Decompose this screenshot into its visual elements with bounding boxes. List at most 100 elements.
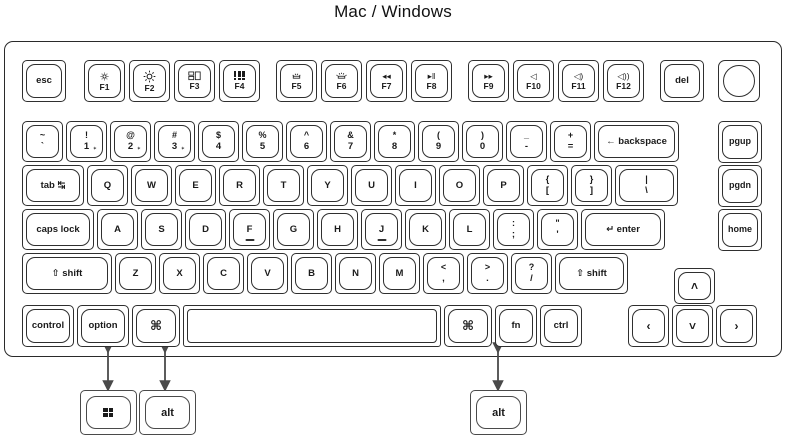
keycap: A bbox=[101, 213, 134, 246]
key-f9[interactable]: ▸▸F9 bbox=[468, 60, 509, 102]
key-f8[interactable]: ▸‖F8 bbox=[411, 60, 452, 102]
key-command-right[interactable]: ⌘ bbox=[444, 305, 492, 347]
key-digit1[interactable]: !1✶ bbox=[66, 121, 107, 162]
key-digit2[interactable]: @2✶ bbox=[110, 121, 151, 162]
key-pgup[interactable]: pgup bbox=[718, 121, 762, 163]
key-o[interactable]: O bbox=[439, 165, 480, 206]
key-shift-left[interactable]: ⇧ shift bbox=[22, 253, 112, 294]
key-a[interactable]: A bbox=[97, 209, 138, 250]
key-digit3[interactable]: #3✶ bbox=[154, 121, 195, 162]
v-label: V bbox=[264, 267, 271, 279]
digit8-label: 8 bbox=[391, 141, 398, 153]
callout-alt-key-right[interactable]: alt bbox=[470, 390, 527, 435]
key-arrow-down[interactable]: ˅ bbox=[672, 305, 713, 347]
brightness-down-icon bbox=[100, 72, 109, 81]
minus-label: - bbox=[524, 141, 529, 153]
key-g[interactable]: G bbox=[273, 209, 314, 250]
key-y[interactable]: Y bbox=[307, 165, 348, 206]
keycap: %5 bbox=[246, 125, 279, 158]
key-f10[interactable]: ◁F10 bbox=[513, 60, 554, 102]
key-enter[interactable]: ↵ enter bbox=[581, 209, 665, 250]
key-bracketright[interactable]: }] bbox=[571, 165, 612, 206]
key-f4[interactable]: F4 bbox=[219, 60, 260, 102]
key-digit8[interactable]: *8 bbox=[374, 121, 415, 162]
key-d[interactable]: D bbox=[185, 209, 226, 250]
key-backslash[interactable]: |\ bbox=[615, 165, 678, 206]
key-j[interactable]: J bbox=[361, 209, 402, 250]
key-r[interactable]: R bbox=[219, 165, 260, 206]
key-equal[interactable]: += bbox=[550, 121, 591, 162]
key-z[interactable]: Z bbox=[115, 253, 156, 294]
key-e[interactable]: E bbox=[175, 165, 216, 206]
key-t[interactable]: T bbox=[263, 165, 304, 206]
key-f11[interactable]: ◁)F11 bbox=[558, 60, 599, 102]
key-f1[interactable]: F1 bbox=[84, 60, 125, 102]
pgup-label: pgup bbox=[729, 136, 751, 147]
key-f[interactable]: F bbox=[229, 209, 270, 250]
key-digit6[interactable]: ^6 bbox=[286, 121, 327, 162]
key-f7[interactable]: ◂◂F7 bbox=[366, 60, 407, 102]
key-digit0[interactable]: )0 bbox=[462, 121, 503, 162]
digit4-label: 4 bbox=[215, 141, 222, 153]
callout-windows-key[interactable] bbox=[80, 390, 137, 435]
key-w[interactable]: W bbox=[131, 165, 172, 206]
key-s[interactable]: S bbox=[141, 209, 182, 250]
key-digit9[interactable]: (9 bbox=[418, 121, 459, 162]
key-semicolon[interactable]: :; bbox=[493, 209, 534, 250]
key-arrow-left[interactable]: ‹ bbox=[628, 305, 669, 347]
rotary-knob[interactable] bbox=[718, 60, 760, 102]
key-f3[interactable]: F3 bbox=[174, 60, 215, 102]
key-backtick[interactable]: ~` bbox=[22, 121, 63, 162]
key-q[interactable]: Q bbox=[87, 165, 128, 206]
key-shift-right[interactable]: ⇧ shift bbox=[555, 253, 628, 294]
key-v[interactable]: V bbox=[247, 253, 288, 294]
key-arrow-up[interactable]: ˄ bbox=[674, 268, 715, 304]
key-k[interactable]: K bbox=[405, 209, 446, 250]
key-h[interactable]: H bbox=[317, 209, 358, 250]
key-l[interactable]: L bbox=[449, 209, 490, 250]
key-u[interactable]: U bbox=[351, 165, 392, 206]
digit2-shifted-label: @ bbox=[126, 130, 135, 141]
key-f2[interactable]: F2 bbox=[129, 60, 170, 102]
key-period[interactable]: >. bbox=[467, 253, 508, 294]
l-label: L bbox=[466, 223, 473, 235]
key-del[interactable]: del bbox=[660, 60, 704, 102]
key-n[interactable]: N bbox=[335, 253, 376, 294]
key-minus[interactable]: _- bbox=[506, 121, 547, 162]
key-arrow-right[interactable]: › bbox=[716, 305, 757, 347]
key-p[interactable]: P bbox=[483, 165, 524, 206]
keycap: ▸▸F9 bbox=[472, 64, 505, 98]
key-bracketleft[interactable]: {[ bbox=[527, 165, 568, 206]
key-control[interactable]: control bbox=[22, 305, 74, 347]
key-capslock[interactable]: caps lock bbox=[22, 209, 94, 250]
key-quote[interactable]: "' bbox=[537, 209, 578, 250]
key-tab[interactable]: tab ↹ bbox=[22, 165, 84, 206]
key-pgdn[interactable]: pgdn bbox=[718, 165, 762, 207]
key-f6[interactable]: F6 bbox=[321, 60, 362, 102]
key-b[interactable]: B bbox=[291, 253, 332, 294]
key-esc[interactable]: esc bbox=[22, 60, 66, 102]
key-fn[interactable]: fn bbox=[495, 305, 537, 347]
keycap: S bbox=[145, 213, 178, 246]
key-f5[interactable]: F5 bbox=[276, 60, 317, 102]
keycap: <, bbox=[427, 257, 460, 290]
key-c[interactable]: C bbox=[203, 253, 244, 294]
digit2-label: 2 bbox=[127, 141, 134, 153]
key-i[interactable]: I bbox=[395, 165, 436, 206]
key-m[interactable]: M bbox=[379, 253, 420, 294]
key-ctrl[interactable]: ctrl bbox=[540, 305, 582, 347]
keycap: D bbox=[189, 213, 222, 246]
key-comma[interactable]: <, bbox=[423, 253, 464, 294]
key-digit4[interactable]: $4 bbox=[198, 121, 239, 162]
key-backspace[interactable]: ← backspace bbox=[594, 121, 679, 162]
key-digit5[interactable]: %5 bbox=[242, 121, 283, 162]
key-f12[interactable]: ◁))F12 bbox=[603, 60, 644, 102]
key-home[interactable]: home bbox=[718, 209, 762, 251]
key-x[interactable]: X bbox=[159, 253, 200, 294]
callout-alt-key-left[interactable]: alt bbox=[139, 390, 196, 435]
key-command-left[interactable]: ⌘ bbox=[132, 305, 180, 347]
key-slash[interactable]: ?/ bbox=[511, 253, 552, 294]
key-digit7[interactable]: &7 bbox=[330, 121, 371, 162]
key-option[interactable]: option bbox=[77, 305, 129, 347]
key-space[interactable] bbox=[183, 305, 441, 347]
